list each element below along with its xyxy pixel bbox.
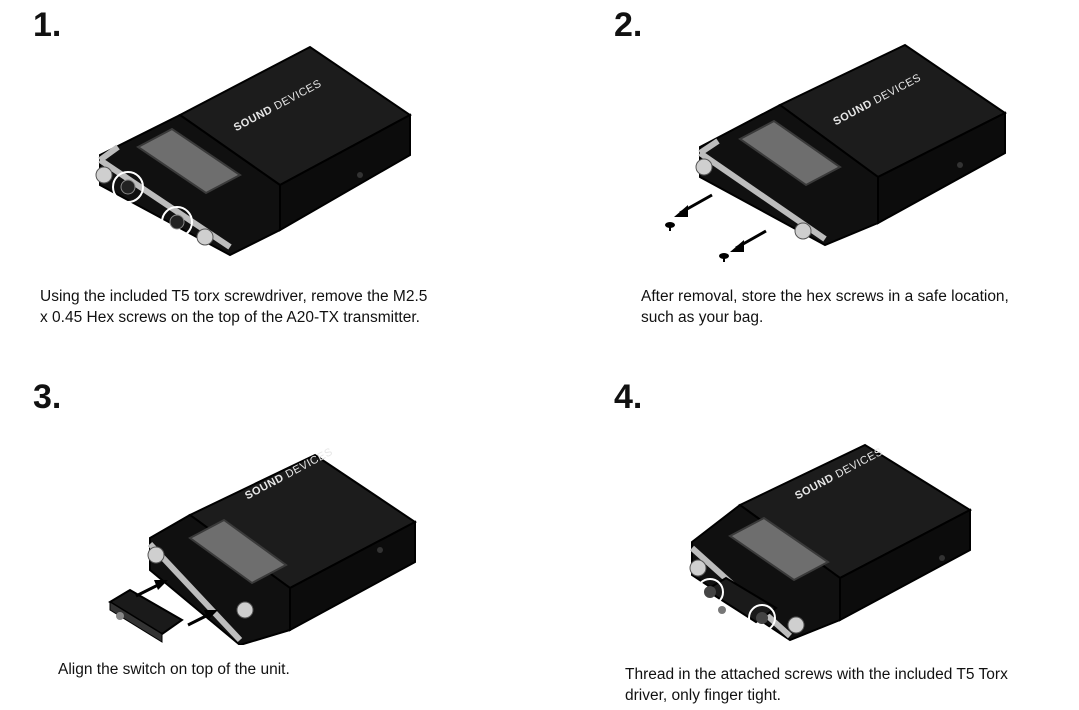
step-1-caption-line-2: x 0.45 Hex screws on the top of the A20-… (40, 309, 420, 326)
step-3-caption: Align the switch on top of the unit. (58, 659, 290, 680)
step-2-caption-line-1: After removal, store the hex screws in a… (641, 288, 1009, 305)
step-1-illustration: SOUND DEVICES (95, 45, 412, 257)
step-3-illustration: SOUND DEVICES (108, 446, 417, 645)
step-2-number: 2. (614, 6, 643, 44)
step-4-illustration: SOUND DEVICES (689, 443, 973, 642)
step-1-caption-line-1: Using the included T5 torx screwdriver, … (40, 288, 428, 305)
step-2-illustration: SOUND DEVICES (665, 43, 1007, 262)
step-1-caption: Using the included T5 torx screwdriver, … (40, 286, 427, 328)
step-2-caption: After removal, store the hex screws in a… (641, 286, 1009, 328)
step-4-caption: Thread in the attached screws with the i… (625, 664, 1008, 706)
step-3-caption-line-1: Align the switch on top of the unit. (58, 661, 290, 678)
step-4-caption-line-2: driver, only finger tight. (625, 687, 781, 704)
step-3-number: 3. (33, 378, 62, 416)
step-4-number: 4. (614, 378, 643, 416)
step-1-number: 1. (33, 6, 62, 44)
step-2-caption-line-2: such as your bag. (641, 309, 764, 326)
step-4-caption-line-1: Thread in the attached screws with the i… (625, 666, 1008, 683)
